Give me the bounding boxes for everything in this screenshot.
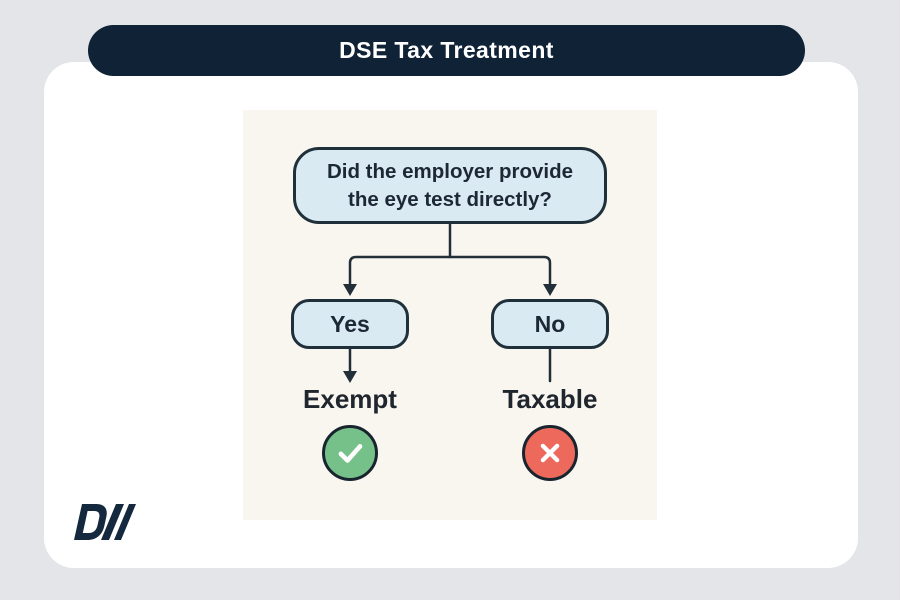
answer-node-no: No xyxy=(491,299,609,349)
cross-icon xyxy=(540,443,560,463)
check-icon xyxy=(338,444,363,463)
question-node: Did the employer provide the eye test di… xyxy=(293,147,607,224)
taxable-status-badge xyxy=(522,425,578,481)
flowchart-connectors xyxy=(343,222,557,383)
question-text: Did the employer provide the eye test di… xyxy=(326,160,574,211)
arrowhead-exempt xyxy=(343,371,357,383)
answer-no-label: No xyxy=(534,310,566,337)
header-banner: DSE Tax Treatment xyxy=(88,25,805,76)
outcome-exempt-label: Exempt xyxy=(303,384,397,414)
arrowhead-yes xyxy=(343,284,357,296)
flowchart-panel: Did the employer provide the eye test di… xyxy=(243,110,657,520)
outcome-taxable-label: Taxable xyxy=(502,384,598,414)
dw-logo-w xyxy=(101,504,124,540)
answer-yes-label: Yes xyxy=(330,310,370,337)
dw-logo-d xyxy=(74,504,107,540)
page-title: DSE Tax Treatment xyxy=(339,37,554,63)
dw-logo xyxy=(74,504,136,540)
answer-node-yes: Yes xyxy=(291,299,409,349)
arrowhead-no xyxy=(543,284,557,296)
dw-logo-w2 xyxy=(114,504,136,540)
exempt-status-badge xyxy=(322,425,378,481)
connector-branch xyxy=(348,255,552,288)
